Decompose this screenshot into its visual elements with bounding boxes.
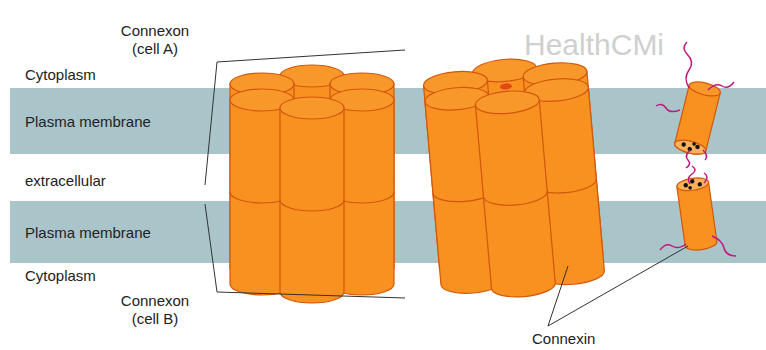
connexon-label: Connexon (cell B) <box>116 292 194 328</box>
channel-pore <box>500 83 512 90</box>
connexon-bracket <box>205 50 405 185</box>
watermark: HealthCMi <box>524 28 664 62</box>
region-label: Cytoplasm <box>25 267 96 285</box>
connexon-bracket <box>205 204 405 298</box>
membrane-label: Plasma membrane <box>10 113 151 130</box>
connexon-pair <box>422 52 606 303</box>
connexin-cylinder <box>474 89 556 300</box>
membrane-label: Plasma membrane <box>10 224 151 241</box>
region-label: extracellular <box>25 172 106 190</box>
connexin-cylinder <box>280 97 344 303</box>
connexon-label: Connexon (cell A) <box>116 22 194 58</box>
connexon-pair <box>230 65 394 303</box>
connexin-label: Connexin <box>532 330 595 348</box>
region-label: Cytoplasm <box>25 66 96 84</box>
